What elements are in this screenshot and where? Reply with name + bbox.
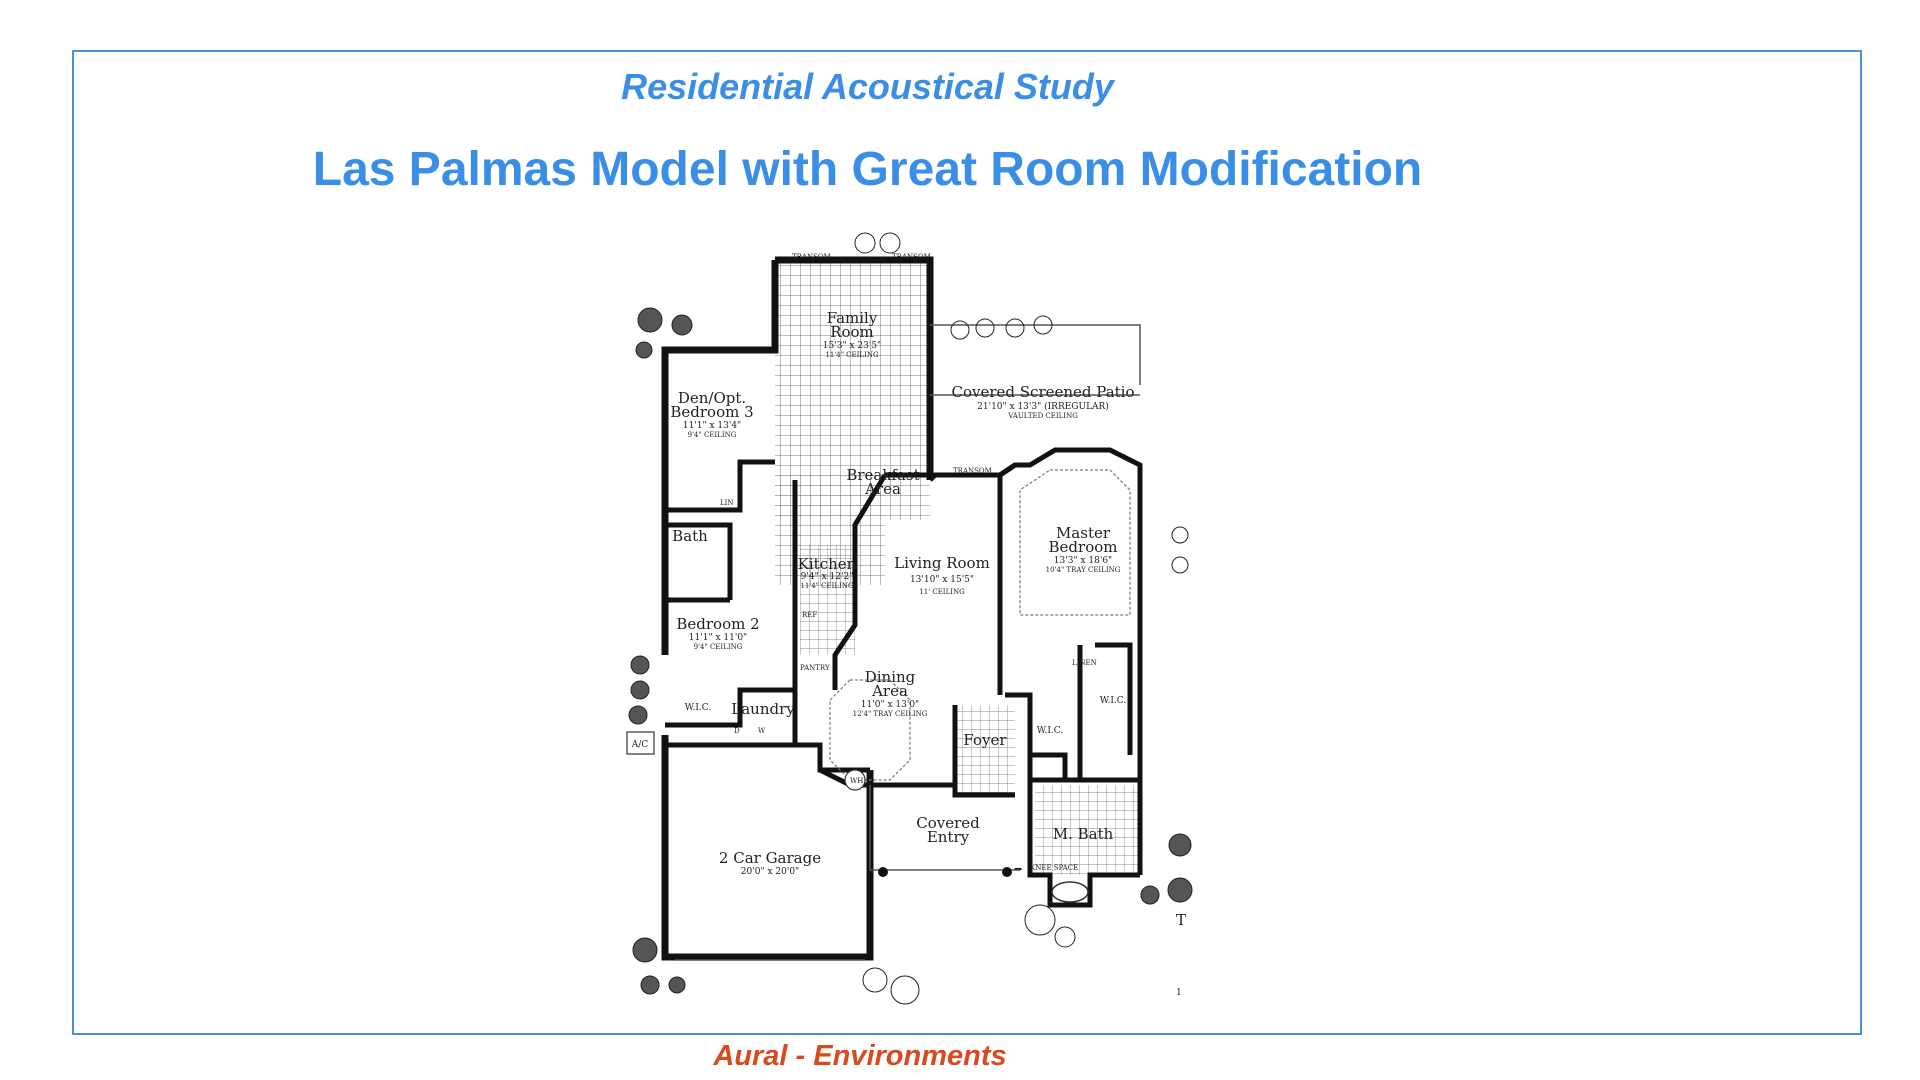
svg-text:Bedroom: Bedroom: [1049, 538, 1118, 556]
room-patio: Covered Screened Patio 21'10" x 13'3" (I…: [951, 383, 1134, 420]
svg-text:Covered: Covered: [916, 814, 980, 832]
slide-footer: Aural - Environments: [713, 1040, 1007, 1072]
slide-title: Las Palmas Model with Great Room Modific…: [312, 143, 1423, 196]
room-master-bath: M. Bath: [1053, 825, 1114, 843]
tag-washer: W: [758, 727, 766, 735]
ac-unit: [626, 731, 655, 755]
room-dining: Dining Area 11'0" x 13'0" 12'4" TRAY CEI…: [853, 668, 928, 718]
foyer-floor: [955, 705, 1015, 795]
interior-walls: [665, 447, 1143, 908]
svg-text:12'4" TRAY CEILING: 12'4" TRAY CEILING: [853, 710, 928, 718]
room-bedroom-2: Bedroom 2 11'1" x 11'0" 9'4" CEILING: [676, 615, 759, 651]
svg-text:13'10" x 15'5": 13'10" x 15'5": [910, 575, 974, 585]
master-tray-ceiling: [1019, 469, 1131, 616]
slide-subtitle: Residential Acoustical Study: [621, 66, 1114, 107]
tag-transom-top-right: TRANSOM: [892, 253, 931, 261]
svg-text:Area: Area: [864, 480, 901, 498]
room-wic-3: W.I.C.: [1100, 696, 1127, 706]
room-bath: Bath: [672, 527, 708, 545]
svg-text:9'4" CEILING: 9'4" CEILING: [688, 431, 737, 439]
svg-text:9'4" CEILING: 9'4" CEILING: [694, 643, 743, 651]
room-family: Family Room 15'3" x 23'5" 11'4" CEILING: [823, 309, 881, 359]
svg-text:11' CEILING: 11' CEILING: [919, 588, 965, 596]
svg-text:Dining: Dining: [865, 668, 916, 686]
tag-lin: LIN: [720, 499, 734, 507]
floor-plan: Family Room 15'3" x 23'5" 11'4" CEILING …: [626, 232, 1193, 1005]
svg-text:13'3" x 18'6": 13'3" x 18'6": [1054, 556, 1112, 566]
tag-ref: REF: [802, 611, 817, 619]
stray-mark-1: 1: [1176, 988, 1182, 998]
room-foyer: Foyer: [963, 731, 1007, 749]
room-breakfast: Breakfast Area: [846, 466, 919, 498]
entry-column-right: [1002, 867, 1012, 877]
svg-text:Den/Opt.: Den/Opt.: [678, 389, 746, 407]
stray-mark-t: T: [1176, 911, 1186, 929]
slide-frame: [72, 50, 1862, 1035]
tag-pantry: PANTRY: [800, 664, 830, 672]
room-kitchen: Kitchen 9'4" x 12'2" 11'4" CEILING: [798, 555, 857, 590]
svg-text:Bedroom 3: Bedroom 3: [670, 403, 753, 421]
room-wic-1: W.I.C.: [685, 703, 712, 713]
room-wic-2: W.I.C.: [1037, 726, 1064, 736]
svg-text:Kitchen: Kitchen: [798, 555, 857, 573]
tag-ac: A/C: [631, 740, 649, 750]
svg-text:Living Room: Living Room: [894, 554, 990, 572]
tag-wh: WH: [850, 777, 863, 785]
entry-column-left: [878, 867, 888, 877]
room-laundry: Laundry: [731, 700, 795, 718]
svg-text:11'4" CEILING: 11'4" CEILING: [825, 351, 878, 359]
svg-text:Family: Family: [827, 309, 878, 327]
svg-text:10'4" TRAY CEILING: 10'4" TRAY CEILING: [1046, 566, 1121, 574]
svg-text:Area: Area: [871, 682, 908, 700]
svg-text:Master: Master: [1056, 524, 1111, 542]
svg-text:9'4" x 12'2": 9'4" x 12'2": [801, 572, 854, 582]
svg-text:Room: Room: [830, 323, 874, 341]
room-garage: 2 Car Garage 20'0" x 20'0": [719, 849, 821, 877]
svg-text:Covered Screened Patio: Covered Screened Patio: [951, 383, 1134, 401]
svg-text:11'0" x 13'0": 11'0" x 13'0": [861, 700, 919, 710]
shrubs: [628, 232, 1193, 1005]
room-living: Living Room 13'10" x 15'5" 11' CEILING: [894, 554, 990, 596]
tag-knee-space: KNEE SPACE: [1030, 864, 1078, 872]
svg-text:2 Car Garage: 2 Car Garage: [719, 849, 821, 867]
tag-transom-living: TRANSOM: [953, 467, 992, 475]
tag-dryer: D: [734, 727, 740, 735]
svg-text:21'10" x 13'3" (IRREGULAR): 21'10" x 13'3" (IRREGULAR): [977, 401, 1109, 412]
svg-text:15'3" x 23'5": 15'3" x 23'5": [823, 341, 881, 351]
room-covered-entry: Covered Entry: [916, 814, 980, 846]
svg-text:Breakfast: Breakfast: [846, 466, 919, 484]
tag-linen: LINEN: [1072, 659, 1097, 667]
svg-text:20'0" x 20'0": 20'0" x 20'0": [741, 867, 799, 877]
room-den: Den/Opt. Bedroom 3 11'1" x 13'4" 9'4" CE…: [670, 389, 753, 439]
tag-transom-top-left: TRANSOM: [792, 253, 831, 261]
svg-text:11'1" x 13'4": 11'1" x 13'4": [683, 421, 741, 431]
mbath-floor: [1035, 785, 1140, 875]
room-master: Master Bedroom 13'3" x 18'6" 10'4" TRAY …: [1046, 524, 1121, 574]
patio-outline: [675, 324, 1141, 961]
svg-text:11'4" CEILING: 11'4" CEILING: [800, 582, 853, 590]
svg-text:11'1" x 11'0": 11'1" x 11'0": [689, 633, 747, 643]
dining-tray-ceiling: [829, 679, 911, 781]
water-heater: [844, 769, 866, 791]
svg-text:VAULTED CEILING: VAULTED CEILING: [1007, 412, 1078, 420]
svg-text:Bedroom 2: Bedroom 2: [676, 615, 759, 633]
master-tub: [1051, 881, 1089, 903]
svg-text:Entry: Entry: [927, 828, 970, 846]
